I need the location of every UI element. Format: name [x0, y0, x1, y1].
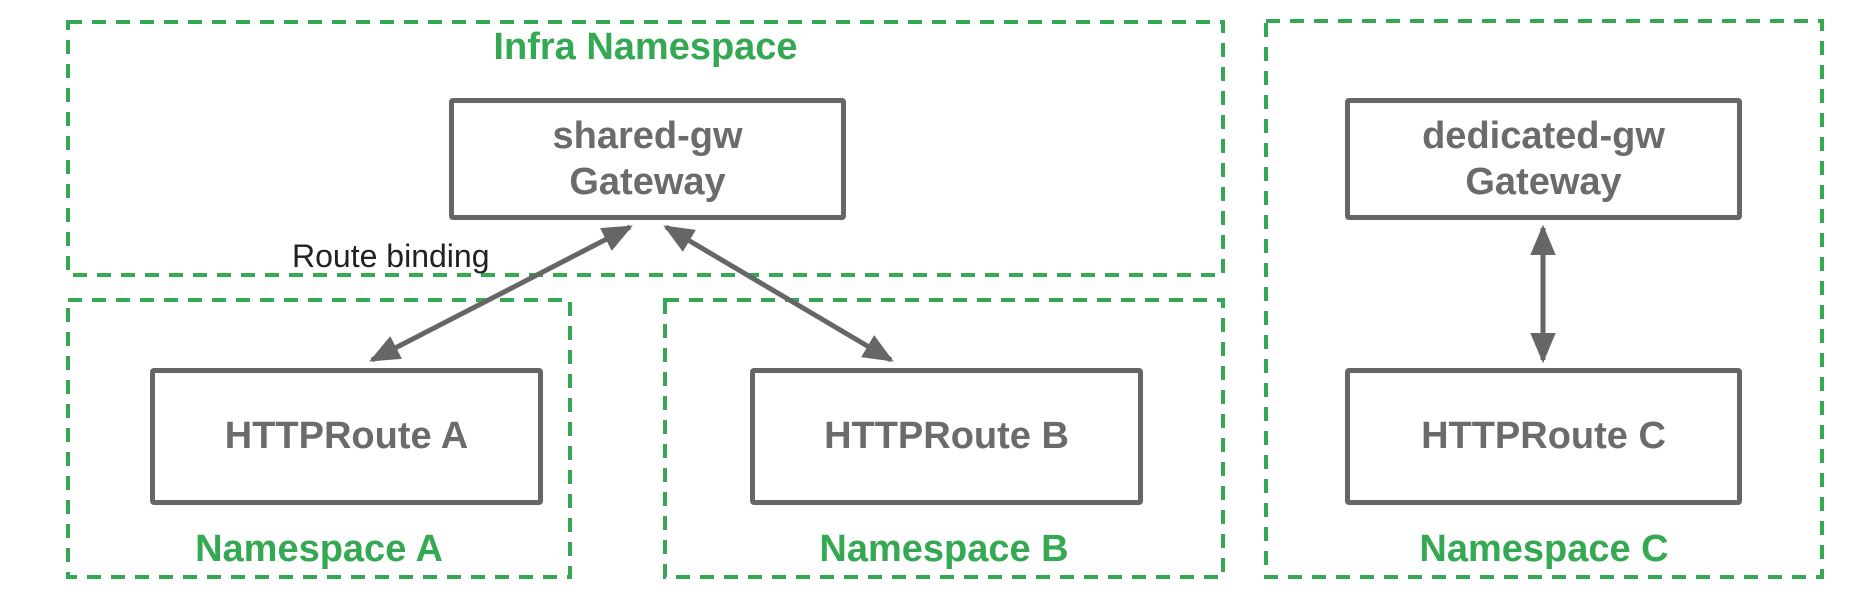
infra-namespace-title: Infra Namespace [493, 26, 798, 68]
namespace-b-title: Namespace B [819, 528, 1069, 570]
namespace-b-border [663, 298, 1225, 579]
namespace-a-title: Namespace A [195, 528, 443, 570]
httproute-a-node: HTTPRoute A [150, 368, 543, 505]
httproute-c-label: HTTPRoute C [1421, 415, 1666, 458]
httproute-b-node: HTTPRoute B [750, 368, 1143, 505]
httproute-b-label: HTTPRoute B [824, 415, 1069, 458]
namespace-c-border [1264, 19, 1824, 579]
httproute-c-node: HTTPRoute C [1345, 368, 1742, 505]
route-a-binding-arrow [369, 224, 633, 363]
dedicated-gw-gateway-node: dedicated-gw Gateway [1345, 98, 1742, 220]
shared-gw-gateway-name: shared-gw [552, 114, 743, 157]
namespace-c-title: Namespace C [1419, 528, 1669, 570]
dedicated-gw-gateway-kind: Gateway [1465, 161, 1622, 203]
infra-namespace-border [66, 20, 1225, 277]
shared-gw-gateway-node: shared-gw Gateway [449, 98, 846, 220]
httproute-a-label: HTTPRoute A [224, 415, 469, 458]
dedicated-gw-gateway-name: dedicated-gw [1422, 114, 1665, 157]
namespace-a-border [66, 298, 572, 579]
shared-gw-gateway-kind: Gateway [569, 161, 726, 203]
route-b-binding-arrow [663, 224, 894, 363]
route-binding-annotation: Route binding [292, 238, 490, 274]
